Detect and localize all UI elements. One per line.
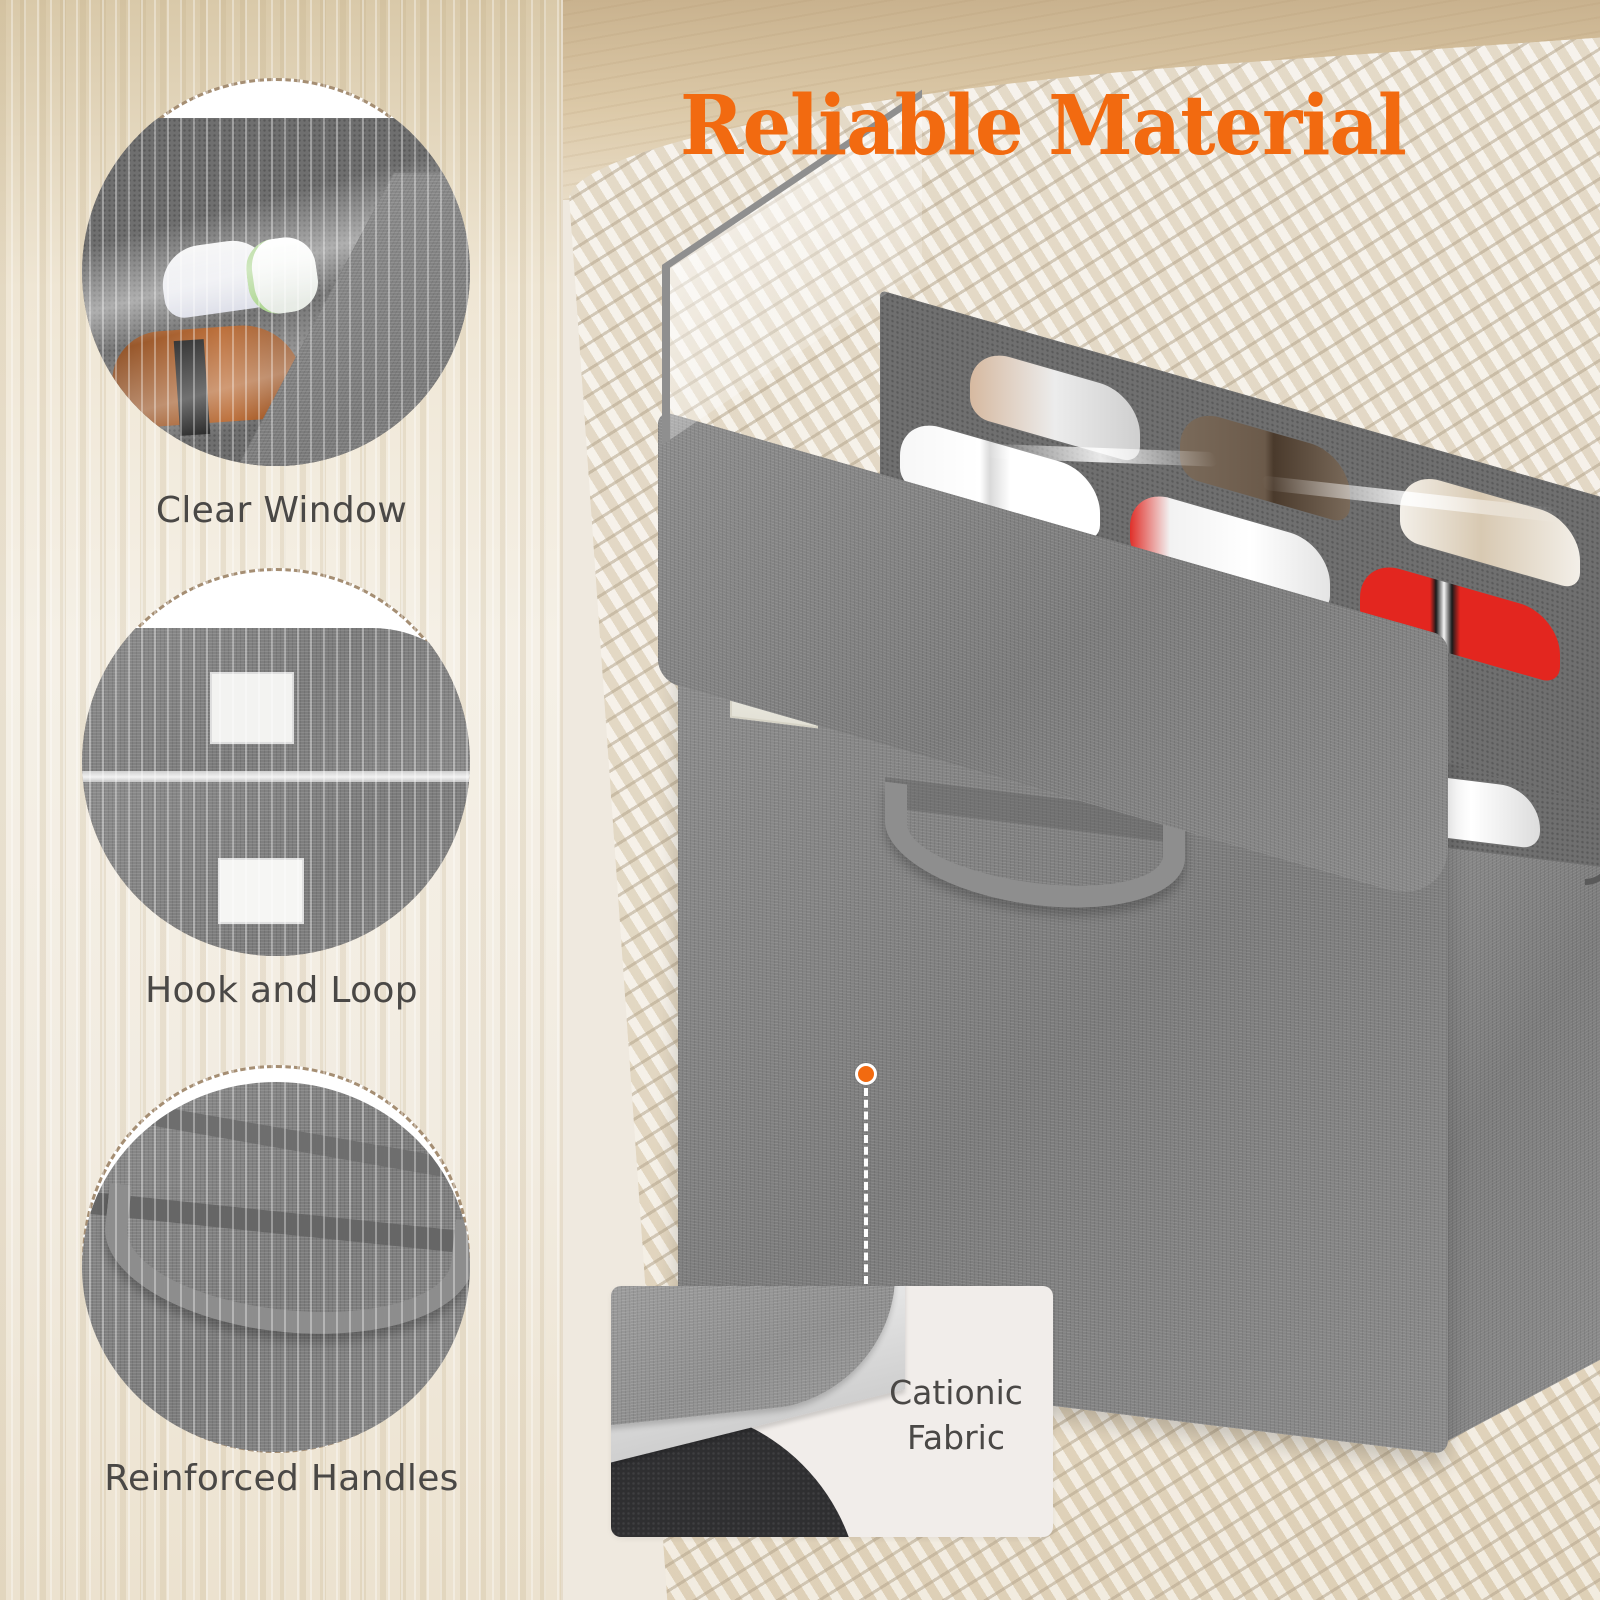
callout-leader-line [864,1088,868,1284]
shoe-sneaker [1400,469,1580,591]
feature-caption: Hook and Loop [145,970,418,1011]
lid[interactable] [650,89,1600,907]
callout-label: Cationic Fabric [861,1370,1051,1460]
storage-box [650,89,1600,1455]
feature-caption: Reinforced Handles [104,1458,459,1499]
callout-marker-dot [855,1063,877,1085]
feature-caption: Clear Window [155,490,408,531]
clear-window-closeup-icon [82,78,470,466]
cationic-fabric-callout: Cationic Fabric [611,1286,1053,1537]
reinforced-handle-closeup-icon [82,1082,470,1452]
fabric-top-layer [611,1286,895,1426]
hook-and-loop-closeup-icon [82,568,470,956]
callout-line-1: Cationic [889,1373,1023,1412]
feature-panel: Clear Window Hook and Loop Reinforced Ha… [0,0,563,1600]
callout-line-2: Fabric [906,1418,1005,1457]
page-title: Reliable Material [680,78,1407,174]
